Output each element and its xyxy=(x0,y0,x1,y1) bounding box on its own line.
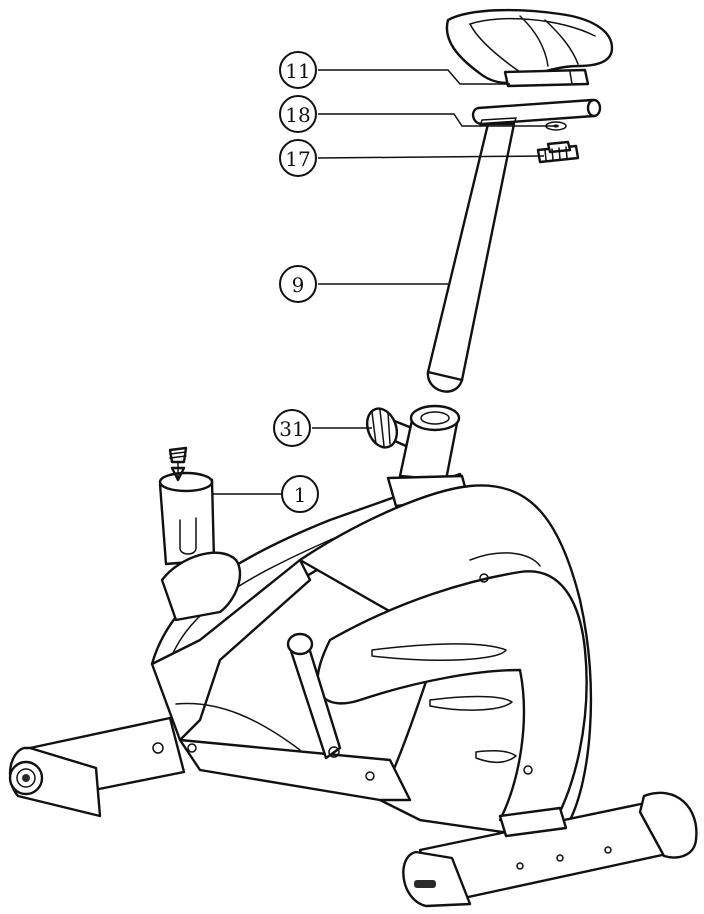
callout-9: 9 xyxy=(279,265,448,303)
callout-9-label: 9 xyxy=(292,273,305,297)
front-stabilizer-drawing xyxy=(8,716,186,818)
callout-11: 11 xyxy=(279,51,510,89)
callout-11-label: 11 xyxy=(285,59,310,83)
rear-stabilizer-drawing xyxy=(402,791,698,908)
seat-tube-drawing xyxy=(398,404,461,482)
seat-drawing xyxy=(445,8,614,88)
callout-18-label: 18 xyxy=(285,103,310,127)
callout-31-label: 31 xyxy=(279,417,304,441)
callout-31: 31 xyxy=(273,409,372,447)
callout-18: 18 xyxy=(279,95,558,133)
seat-post-drawing xyxy=(426,117,517,393)
callout-17-label: 17 xyxy=(285,147,310,171)
callout-1: 1 xyxy=(212,475,319,513)
slider-knob-drawing xyxy=(536,140,580,164)
frame-drawing xyxy=(150,472,593,838)
callout-1-label: 1 xyxy=(294,483,307,507)
front-tube-drawing xyxy=(158,446,216,566)
callout-17: 17 xyxy=(279,139,545,177)
